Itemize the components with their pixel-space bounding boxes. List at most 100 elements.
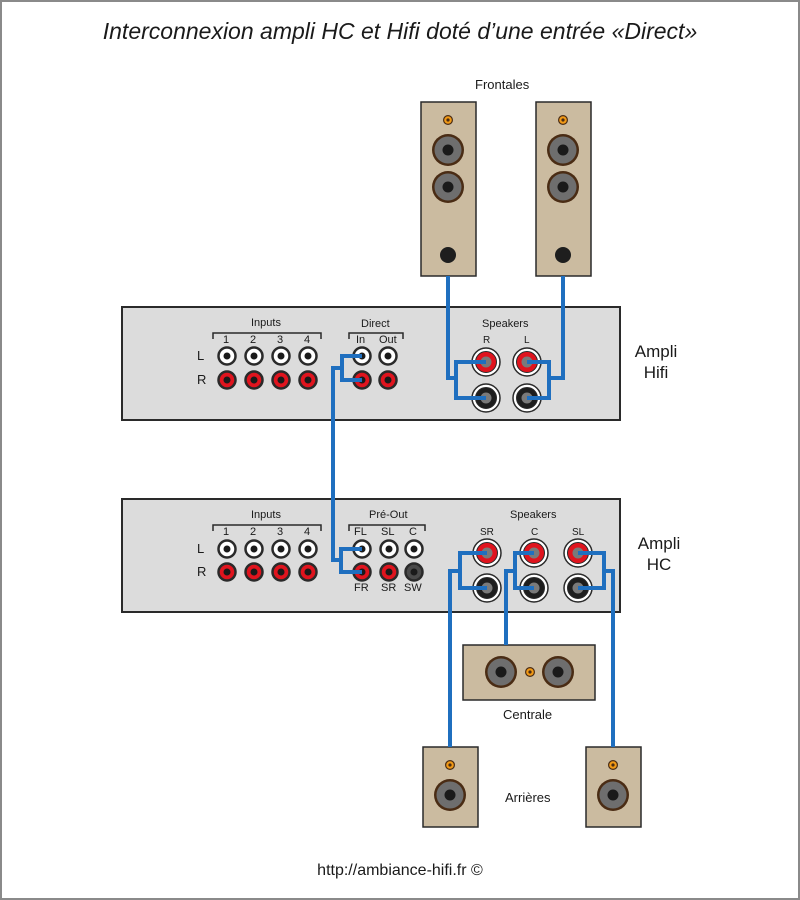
- hc-preout-label: Pré-Out: [369, 509, 408, 521]
- tweeter-icon: [558, 115, 568, 125]
- wire-c-to-centre: [504, 569, 515, 645]
- ampli-hc-name-line1: Ampli: [637, 534, 681, 553]
- direct-out-l-jack[interactable]: [378, 346, 398, 366]
- hc-input-2: 2: [250, 526, 257, 538]
- hc-input-1: 1: [223, 526, 230, 538]
- rca-jack[interactable]: [244, 539, 264, 559]
- ampli-hc-name-line2: HC: [646, 555, 672, 574]
- hifi-speakers-label: Speakers: [482, 318, 529, 330]
- rca-jack[interactable]: [298, 346, 318, 366]
- rca-jack[interactable]: [217, 346, 237, 366]
- woofer-icon: [434, 779, 466, 811]
- rca-jack[interactable]: [271, 562, 291, 582]
- hifi-input-4: 4: [304, 334, 311, 346]
- hifi-speaker-r: R: [483, 335, 491, 346]
- wire-front-right-feed: [549, 276, 565, 380]
- ampli-hifi-name: Ampli Hifi: [628, 341, 684, 383]
- rca-jack[interactable]: [217, 539, 237, 559]
- hc-preout-fr: FR: [354, 582, 369, 594]
- hifi-speaker-l: L: [524, 335, 530, 346]
- tweeter-icon: [445, 760, 455, 770]
- rca-jack[interactable]: [298, 562, 318, 582]
- rear-speaker-left: [422, 746, 479, 828]
- hc-row-l: L: [197, 541, 205, 556]
- rca-jack[interactable]: [244, 562, 264, 582]
- hifi-inputs-label: Inputs: [251, 317, 281, 329]
- hc-speaker-c: C: [531, 527, 539, 538]
- wire-preout-to-direct: [331, 366, 342, 562]
- hifi-direct-label: Direct: [361, 318, 390, 330]
- rca-jack[interactable]: [271, 370, 291, 390]
- hc-preout-sw: SW: [404, 582, 422, 594]
- wire-sl-to-rear-right: [604, 569, 615, 747]
- hc-input-4: 4: [304, 526, 311, 538]
- hifi-row-l: L: [197, 348, 205, 363]
- hifi-input-2: 2: [250, 334, 257, 346]
- tweeter-icon: [525, 667, 535, 677]
- preout-bracket: [348, 524, 426, 531]
- wire-front-left-feed: [446, 276, 456, 380]
- woofer-icon: [547, 134, 579, 166]
- hc-speaker-sl: SL: [572, 527, 585, 538]
- wires: [331, 276, 615, 747]
- bass-port-icon: [555, 247, 571, 263]
- center-speaker: [462, 644, 596, 701]
- direct-out-r-jack[interactable]: [378, 370, 398, 390]
- preout-sl-jack[interactable]: [379, 539, 399, 559]
- hc-input-3: 3: [277, 526, 284, 538]
- centrale-label: Centrale: [503, 707, 553, 722]
- hc-preout-sr: SR: [381, 582, 397, 594]
- inputs-bracket: [212, 524, 322, 531]
- preout-c-jack[interactable]: [404, 539, 424, 559]
- ampli-hifi-name-line2: Hifi: [643, 363, 669, 382]
- frontales-label: Frontales: [475, 77, 530, 92]
- hifi-direct-out: Out: [379, 334, 397, 346]
- hc-speaker-sr: SR: [480, 527, 494, 538]
- diagram-title: Interconnexion ampli HC et Hifi doté d’u…: [102, 18, 698, 44]
- wire-front-right-terminals: [527, 360, 551, 400]
- wire-sr-to-rear-left: [448, 569, 460, 747]
- rca-jack[interactable]: [298, 370, 318, 390]
- preout-sw-jack[interactable]: [404, 562, 424, 582]
- rca-jack[interactable]: [298, 539, 318, 559]
- rear-speaker-right: [585, 746, 642, 828]
- direct-bracket: [348, 332, 404, 339]
- preout-sr-jack[interactable]: [379, 562, 399, 582]
- hc-preout-c: C: [409, 526, 417, 538]
- arrieres-label: Arrières: [505, 790, 551, 805]
- woofer-icon: [597, 779, 629, 811]
- woofer-icon: [542, 656, 574, 688]
- hifi-direct-in: In: [356, 334, 366, 346]
- wire-front-left-terminals: [454, 360, 486, 400]
- front-speaker-left: [420, 101, 477, 277]
- bass-port-icon: [440, 247, 456, 263]
- tweeter-icon: [608, 760, 618, 770]
- rca-jack[interactable]: [217, 370, 237, 390]
- hc-inputs-label: Inputs: [251, 509, 281, 521]
- hc-speakers-label: Speakers: [510, 509, 557, 521]
- front-speaker-right: [535, 101, 592, 277]
- hifi-row-r: R: [197, 372, 207, 387]
- wire-preout-fl-fr-split: [339, 547, 362, 574]
- rca-jack[interactable]: [271, 346, 291, 366]
- rca-jack[interactable]: [271, 539, 291, 559]
- rca-jack[interactable]: [217, 562, 237, 582]
- hc-row-r: R: [197, 564, 207, 579]
- woofer-icon: [432, 134, 464, 166]
- footer-credit: http://ambiance-hifi.fr ©: [317, 862, 483, 879]
- tweeter-icon: [443, 115, 453, 125]
- ampli-hifi-name-line1: Ampli: [634, 342, 678, 361]
- woofer-icon: [485, 656, 517, 688]
- hifi-input-3: 3: [277, 334, 284, 346]
- hifi-input-1: 1: [223, 334, 230, 346]
- hc-preout-fl: FL: [354, 526, 367, 538]
- woofer-icon: [432, 171, 464, 203]
- rca-jack[interactable]: [244, 370, 264, 390]
- ampli-hc-name: Ampli HC: [631, 533, 687, 575]
- woofer-icon: [547, 171, 579, 203]
- hc-preout-sl: SL: [381, 526, 395, 538]
- rca-jack[interactable]: [244, 346, 264, 366]
- inputs-bracket: [212, 332, 322, 339]
